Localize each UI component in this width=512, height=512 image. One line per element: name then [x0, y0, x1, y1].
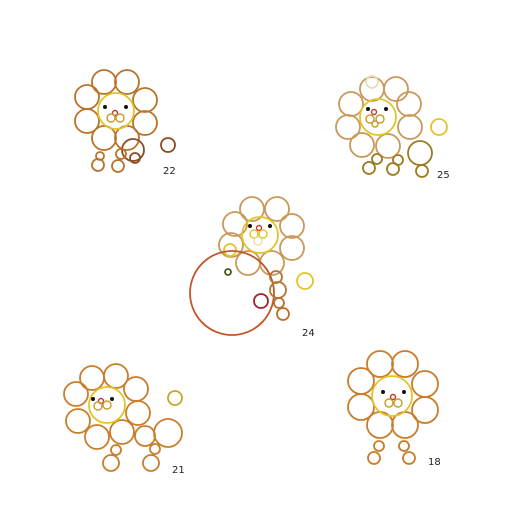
- loose-circle: [167, 390, 183, 406]
- muzzle-left: [106, 113, 116, 123]
- body-parts: [102, 418, 183, 472]
- eye-left: [248, 224, 252, 228]
- muzzle-left: [249, 229, 259, 239]
- nose: [111, 109, 119, 117]
- body-parts: [362, 140, 433, 178]
- face: [241, 216, 279, 254]
- loose-circle: [296, 272, 314, 290]
- muzzle-right: [258, 229, 268, 239]
- eye-left: [91, 397, 95, 401]
- body-parts: [269, 270, 290, 321]
- figure-label: 25: [437, 170, 450, 181]
- muzzle-right: [393, 398, 403, 408]
- mane-highlight: [365, 75, 379, 89]
- muzzle-left: [384, 398, 394, 408]
- mane: [218, 196, 305, 276]
- nose: [370, 108, 378, 116]
- figure-label: 24: [302, 328, 315, 339]
- figure-label: 18: [428, 457, 441, 468]
- nose: [255, 224, 263, 232]
- eye-left: [103, 105, 107, 109]
- nose: [389, 393, 397, 401]
- loose-circle: [430, 118, 448, 136]
- face: [97, 92, 135, 130]
- mane: [335, 76, 423, 159]
- face: [88, 386, 126, 424]
- eye-left: [381, 390, 385, 394]
- mane: [63, 363, 151, 450]
- face: [371, 375, 413, 417]
- eye-right: [402, 390, 406, 394]
- crimson-circle: [253, 293, 269, 309]
- lion-figure-24: 24: [189, 196, 315, 339]
- big-body-circle: [189, 250, 275, 336]
- muzzle-right: [375, 114, 385, 124]
- eye-left: [366, 107, 370, 111]
- face: [359, 98, 397, 136]
- eye-right: [384, 107, 388, 111]
- muzzle-chin: [371, 120, 379, 128]
- lion-figure-22: 22: [74, 69, 176, 177]
- eye-right: [268, 224, 272, 228]
- lion-figure-25: 25: [335, 75, 450, 181]
- muzzle-left: [93, 401, 103, 411]
- muzzle-chin: [253, 236, 263, 246]
- lion-figure-18: 18: [347, 350, 441, 468]
- lion-figure-21: 21: [63, 363, 185, 476]
- muzzle-left: [365, 114, 375, 124]
- eye-right: [110, 397, 114, 401]
- figure-label: 22: [163, 166, 176, 177]
- ear-yellow: [223, 243, 237, 257]
- body-parts: [91, 137, 176, 173]
- body-parts: [367, 440, 416, 465]
- muzzle-right: [102, 400, 112, 410]
- dark-dot: [224, 268, 232, 276]
- muzzle-right: [115, 113, 125, 123]
- eye-right: [124, 105, 128, 109]
- figure-label: 21: [172, 465, 185, 476]
